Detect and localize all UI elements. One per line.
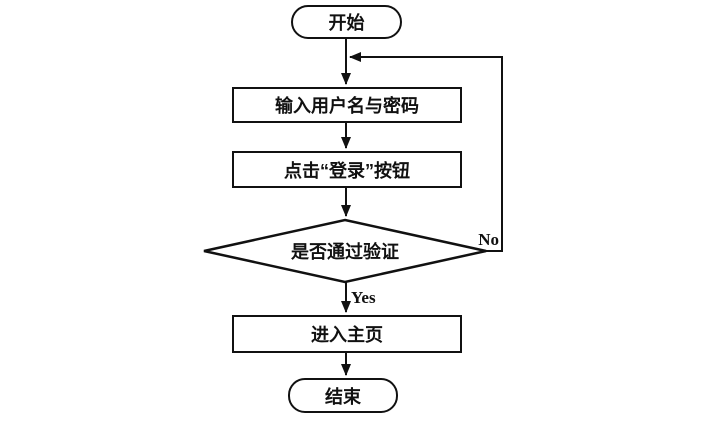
node-end: 结束 (288, 378, 398, 413)
node-enter-home: 进入主页 (232, 315, 462, 353)
decision-diamond-shape (203, 218, 487, 284)
node-input-credentials-label: 输入用户名与密码 (275, 96, 419, 116)
node-verify-decision-label: 是否通过验证 (291, 242, 399, 262)
edge-label-yes: Yes (351, 288, 376, 307)
node-verify-decision: 是否通过验证 (225, 239, 465, 263)
edge-decision-no-loop (349, 52, 503, 252)
edge-label-no: No (478, 230, 499, 249)
node-end-label: 结束 (325, 386, 361, 407)
node-start-label: 开始 (328, 13, 365, 33)
node-input-credentials: 输入用户名与密码 (232, 87, 462, 123)
node-click-login: 点击“登录”按钮 (232, 151, 462, 188)
node-start: 开始 (291, 5, 402, 39)
node-click-login-label: 点击“登录”按钮 (284, 160, 410, 181)
node-enter-home-label: 进入主页 (311, 325, 383, 345)
